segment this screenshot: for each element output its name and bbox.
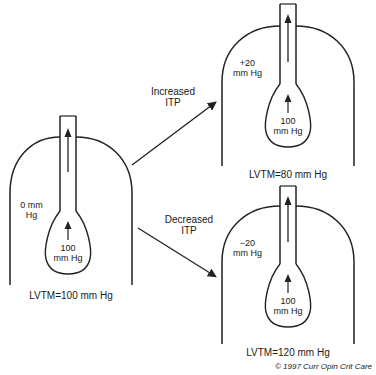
ventricle-wall: [265, 84, 310, 147]
edge-label: Increased ITP: [147, 86, 199, 108]
pressure-result: LVTM=100 mm Hg: [8, 290, 134, 301]
chest-wall: [222, 206, 280, 344]
aorta-top: [280, 3, 296, 4]
aorta-wall: [295, 4, 297, 85]
flow-arrow: [287, 22, 288, 62]
flow-arrowhead: [285, 274, 292, 282]
flow-arrow: [67, 228, 68, 240]
ventricle-wall: [45, 211, 90, 274]
aorta-wall: [279, 186, 281, 265]
flow-arrowhead: [285, 14, 292, 23]
ventricle-pressure: 100 mm Hg: [272, 296, 304, 316]
ventricle-pressure: 100 mm Hg: [272, 116, 304, 136]
edge-label: Decreased ITP: [162, 214, 216, 236]
pressure-result: LVTM=120 mm Hg: [220, 347, 356, 358]
left-ventricle: 100 mm Hg: [43, 211, 93, 275]
ventricle-fill: [265, 264, 310, 327]
pressure-result: LVTM=80 mm Hg: [220, 169, 356, 180]
aorta-wall: [59, 116, 61, 212]
copyright-note: © 1997 Curr Opin Crit Care: [226, 362, 372, 372]
transition-arrow: [132, 102, 216, 165]
chest-wall: [222, 26, 280, 166]
aorta-wall: [279, 4, 281, 85]
pressure-value: −20 mm Hg: [232, 238, 263, 258]
ventricle-pressure: 100 mm Hg: [52, 243, 84, 263]
flow-arrow: [287, 204, 288, 242]
chest-cavity: +20 mm Hg 100 mm Hg: [220, 24, 356, 166]
flow-arrow: [287, 281, 288, 293]
chest-cavity: −20 mm Hg 100 mm Hg: [220, 204, 356, 344]
pressure-value: 0 mm Hg: [16, 200, 47, 220]
aorta-wall: [295, 186, 297, 265]
chest-cavity: 0 mm Hg 100 mm Hg: [8, 135, 134, 285]
ventricle-fill: [45, 211, 90, 274]
flow-arrow: [287, 101, 288, 113]
flow-arrowhead: [65, 128, 72, 137]
flow-arrowhead: [285, 196, 292, 205]
flow-arrowhead: [285, 94, 292, 102]
chest-wall: [296, 26, 354, 166]
left-ventricle: 100 mm Hg: [263, 84, 313, 148]
flow-arrow: [67, 136, 68, 172]
aorta-top: [60, 115, 76, 116]
flow-arrowhead: [65, 221, 72, 229]
left-ventricle: 100 mm Hg: [263, 264, 313, 328]
chest-wall: [296, 206, 354, 344]
aorta-top: [280, 185, 296, 186]
ventricle-fill: [265, 84, 310, 147]
ventricle-wall: [265, 264, 310, 327]
aorta-wall: [75, 116, 77, 212]
pressure-value: +20 mm Hg: [232, 58, 263, 78]
